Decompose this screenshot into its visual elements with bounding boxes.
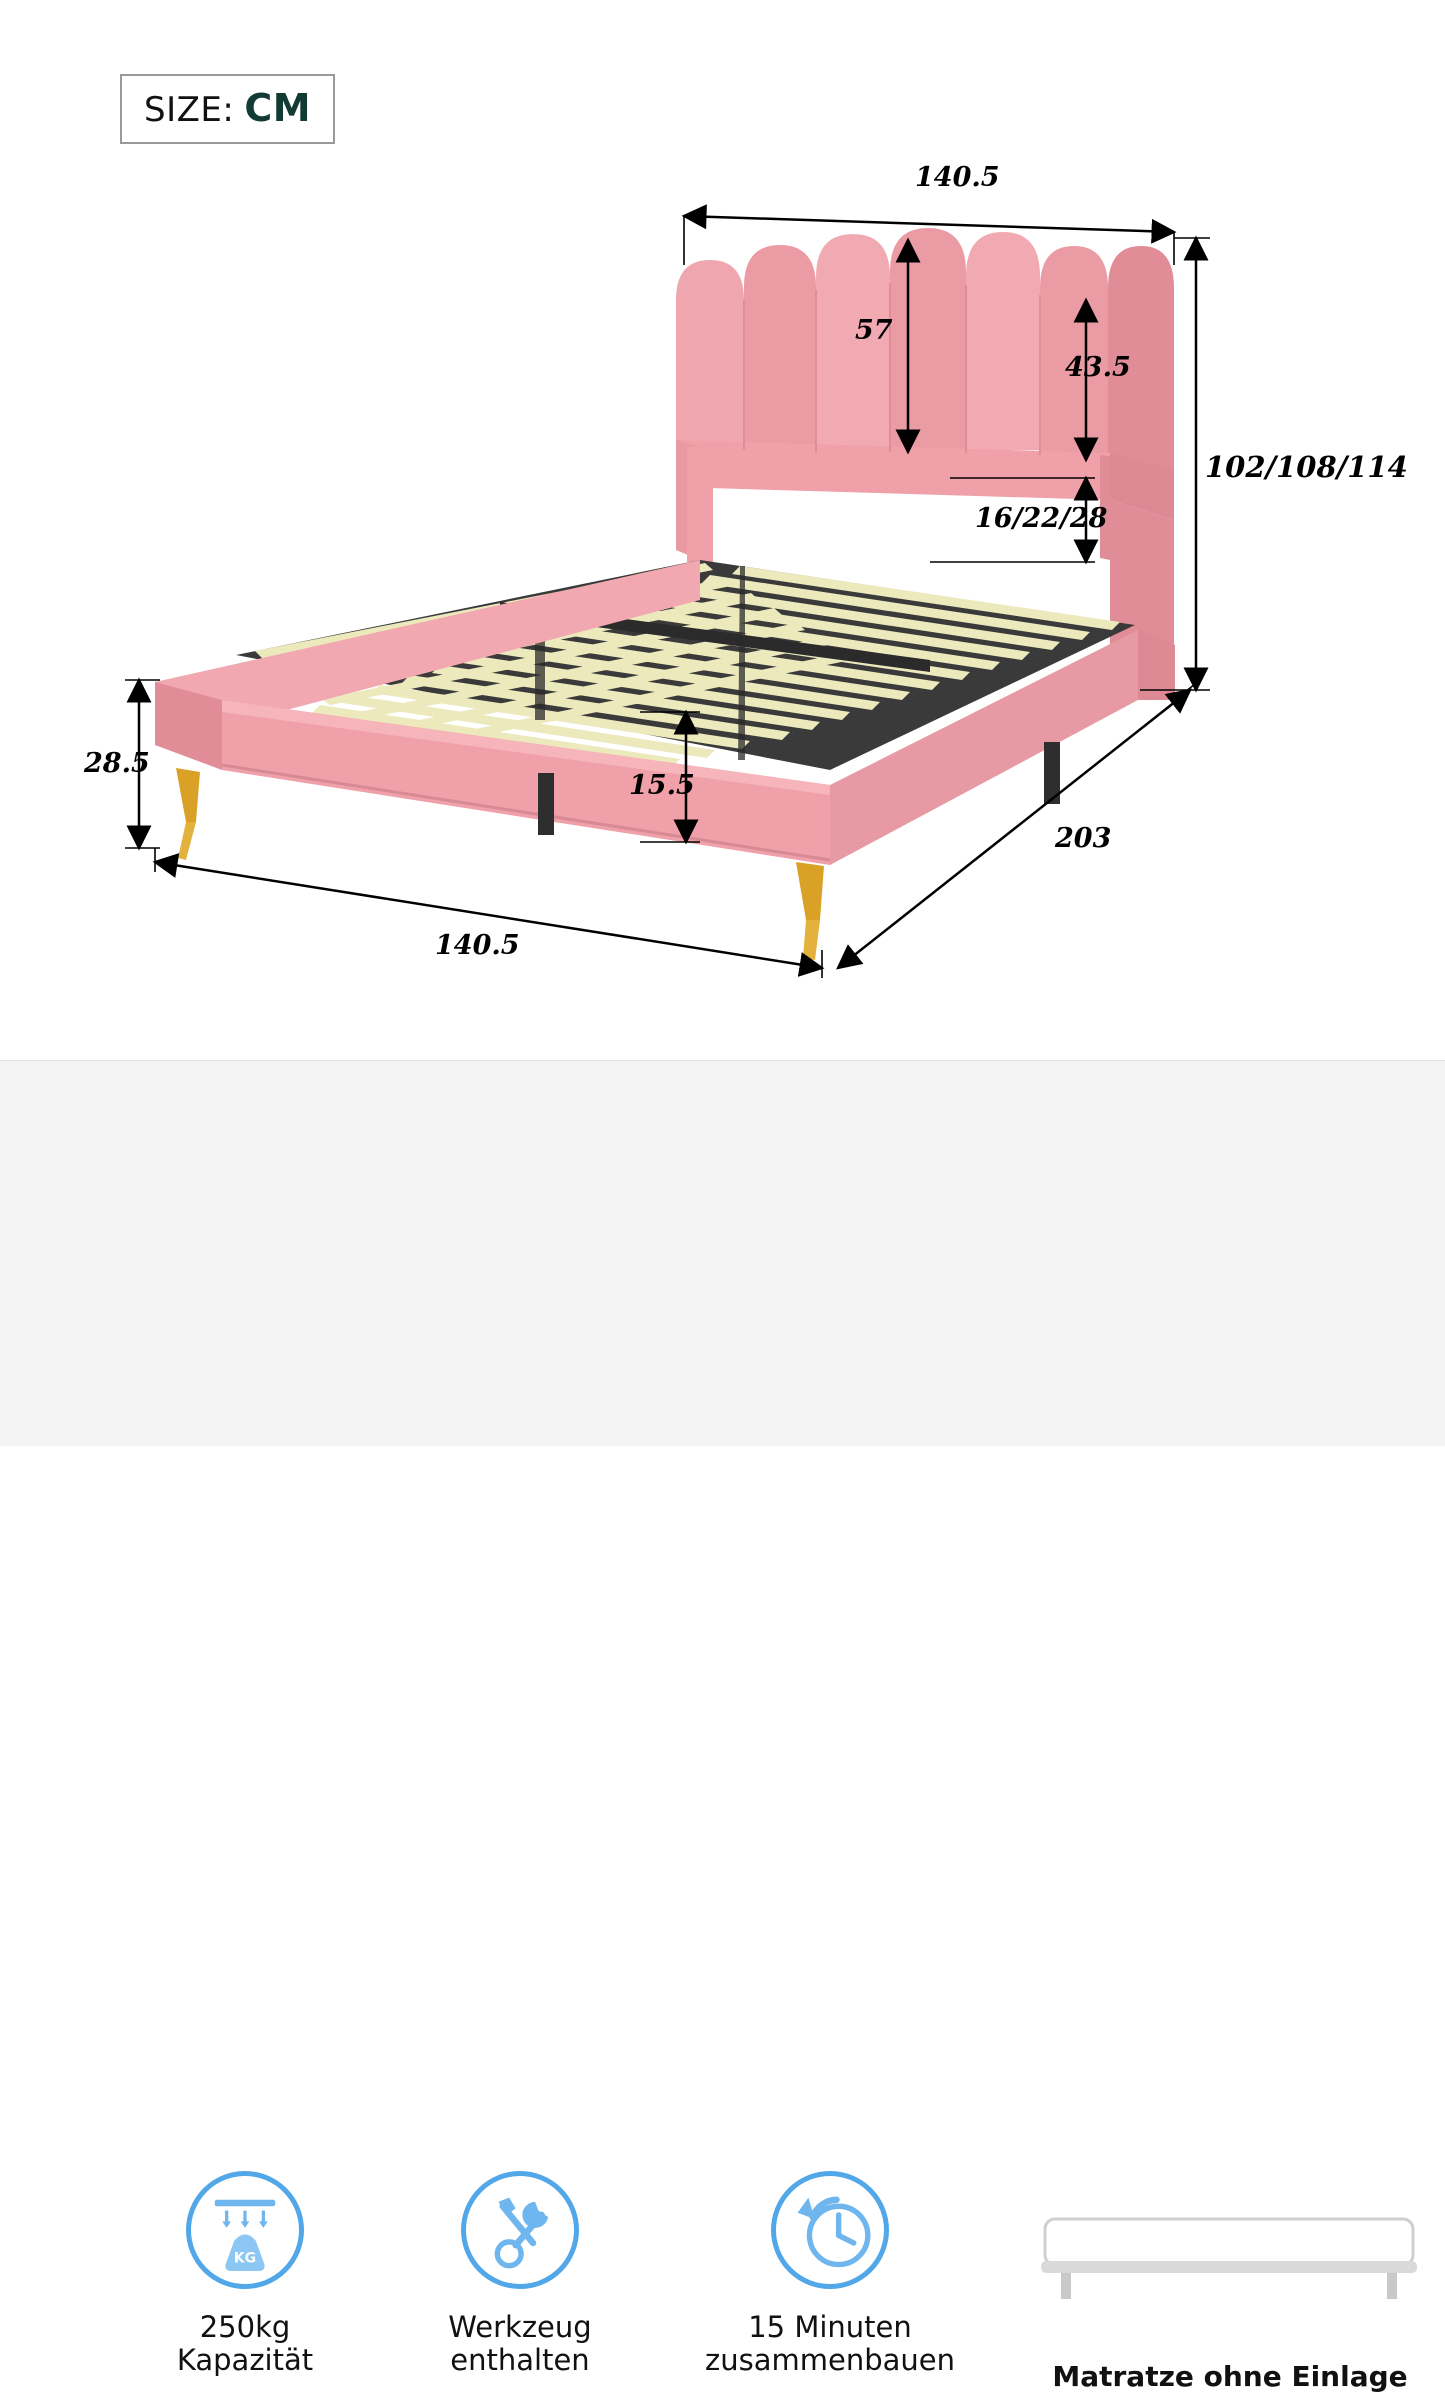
dimension-headboard-panel: 57 — [855, 315, 893, 346]
feature-caption: 15 Minuten zusammenbauen — [660, 2310, 1000, 2378]
dimension-length: 203 — [1055, 823, 1112, 854]
mattress-not-included-icon — [1035, 2211, 1425, 2311]
tools-included-icon — [461, 2171, 579, 2289]
size-unit-value: CM — [244, 86, 312, 130]
product-dimension-diagram: SIZE: CM — [0, 0, 1445, 1060]
feature-line2: Kapazität — [176, 2343, 314, 2378]
weight-capacity-icon: KG — [186, 2171, 304, 2289]
feature-line1: 250kg — [199, 2310, 291, 2344]
feature-mattress-not-included: Matratze ohne Einlage — [1030, 2211, 1430, 2393]
feature-assembly-time: 15 Minuten zusammenbauen — [660, 2171, 1000, 2377]
dimension-headboard-gap: 16/22/28 — [975, 503, 1108, 534]
feature-weight-capacity: KG 250kg Kapazität — [105, 2171, 385, 2377]
dimension-frame-height: 28.5 — [84, 748, 150, 779]
size-unit-badge: SIZE: CM — [120, 74, 336, 144]
svg-text:KG: KG — [234, 2250, 256, 2266]
feature-caption: Matratze ohne Einlage — [1030, 2361, 1430, 2393]
dimension-width-top: 140.5 — [915, 162, 1000, 193]
dimension-slat-height: 15.5 — [629, 770, 695, 801]
bed-illustration — [125, 204, 1210, 978]
feature-line1: Matratze ohne Einlage — [1052, 2360, 1408, 2393]
feature-tools-included: Werkzeug enthalten — [380, 2171, 660, 2377]
feature-line1: 15 Minuten — [748, 2310, 912, 2344]
feature-bar: KG 250kg Kapazität Werkzeug entha — [0, 1060, 1445, 2392]
feature-line2: enthalten — [450, 2343, 590, 2378]
feature-line2: zusammenbauen — [705, 2343, 955, 2378]
dimension-headboard-side: 43.5 — [1065, 352, 1131, 383]
dimension-width-bottom: 140.5 — [435, 930, 520, 961]
assembly-time-icon — [771, 2171, 889, 2289]
feature-line1: Werkzeug — [448, 2310, 592, 2344]
feature-caption: 250kg Kapazität — [105, 2310, 385, 2378]
feature-caption: Werkzeug enthalten — [380, 2310, 660, 2378]
size-label: SIZE: — [144, 90, 235, 130]
dimension-total-height: 102/108/114 — [1205, 450, 1408, 484]
